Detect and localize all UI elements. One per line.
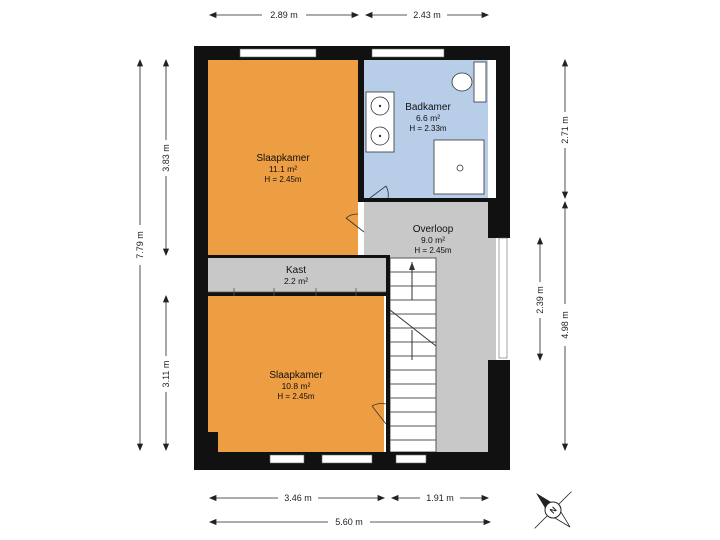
dim-top-left: 2.89 m: [270, 10, 298, 20]
staircase: [389, 257, 437, 453]
bedroom-bottom-height: H = 2.45m: [277, 392, 314, 401]
bedroom-top-name: Slaapkamer: [256, 153, 310, 164]
bedroom-bottom-area: 10.8 m²: [282, 381, 311, 391]
landing-height: H = 2.45m: [414, 246, 451, 255]
bathroom-height: H = 2.33m: [409, 124, 446, 133]
bedroom-top-fill: [208, 60, 358, 255]
dim-top-right: 2.43 m: [413, 10, 441, 20]
compass-icon: N: [534, 491, 572, 529]
bedroom-top-area: 11.1 m²: [269, 164, 297, 174]
bedroom-bottom-fill: [208, 296, 384, 452]
dim-bottom-left: 3.46 m: [284, 493, 312, 503]
landing-area: 9.0 m²: [421, 235, 445, 245]
doors: [345, 185, 389, 425]
dim-bottom-total: 5.60 m: [335, 517, 363, 527]
bedroom-bottom-name: Slaapkamer: [269, 370, 323, 381]
sink-icons: [378, 104, 382, 138]
windows: [239, 48, 508, 464]
closet-name: Kast: [286, 265, 306, 276]
dim-left-lower: 3.11 m: [161, 361, 171, 388]
dim-left-total: 7.79 m: [135, 231, 145, 259]
bathroom-area: 6.6 m²: [416, 113, 440, 123]
dim-right-lower: 4.98 m: [560, 311, 570, 339]
compass-label: N: [548, 505, 559, 516]
dim-bottom-right: 1.91 m: [426, 493, 454, 503]
bathroom-fixtures: [365, 61, 487, 195]
dim-right-upper: 2.71 m: [560, 116, 570, 144]
landing-name: Overloop: [413, 224, 454, 235]
bathroom-name: Badkamer: [405, 102, 451, 113]
dim-left-upper: 3.83 m: [161, 144, 171, 172]
closet-area: 2.2 m²: [284, 276, 308, 286]
dim-right-middle: 2.39 m: [535, 286, 545, 314]
closet-dividers: [208, 288, 386, 296]
dimension-lines: [136, 11, 569, 526]
closet-fill: [208, 258, 386, 292]
bedroom-top-height: H = 2.45m: [264, 175, 301, 184]
